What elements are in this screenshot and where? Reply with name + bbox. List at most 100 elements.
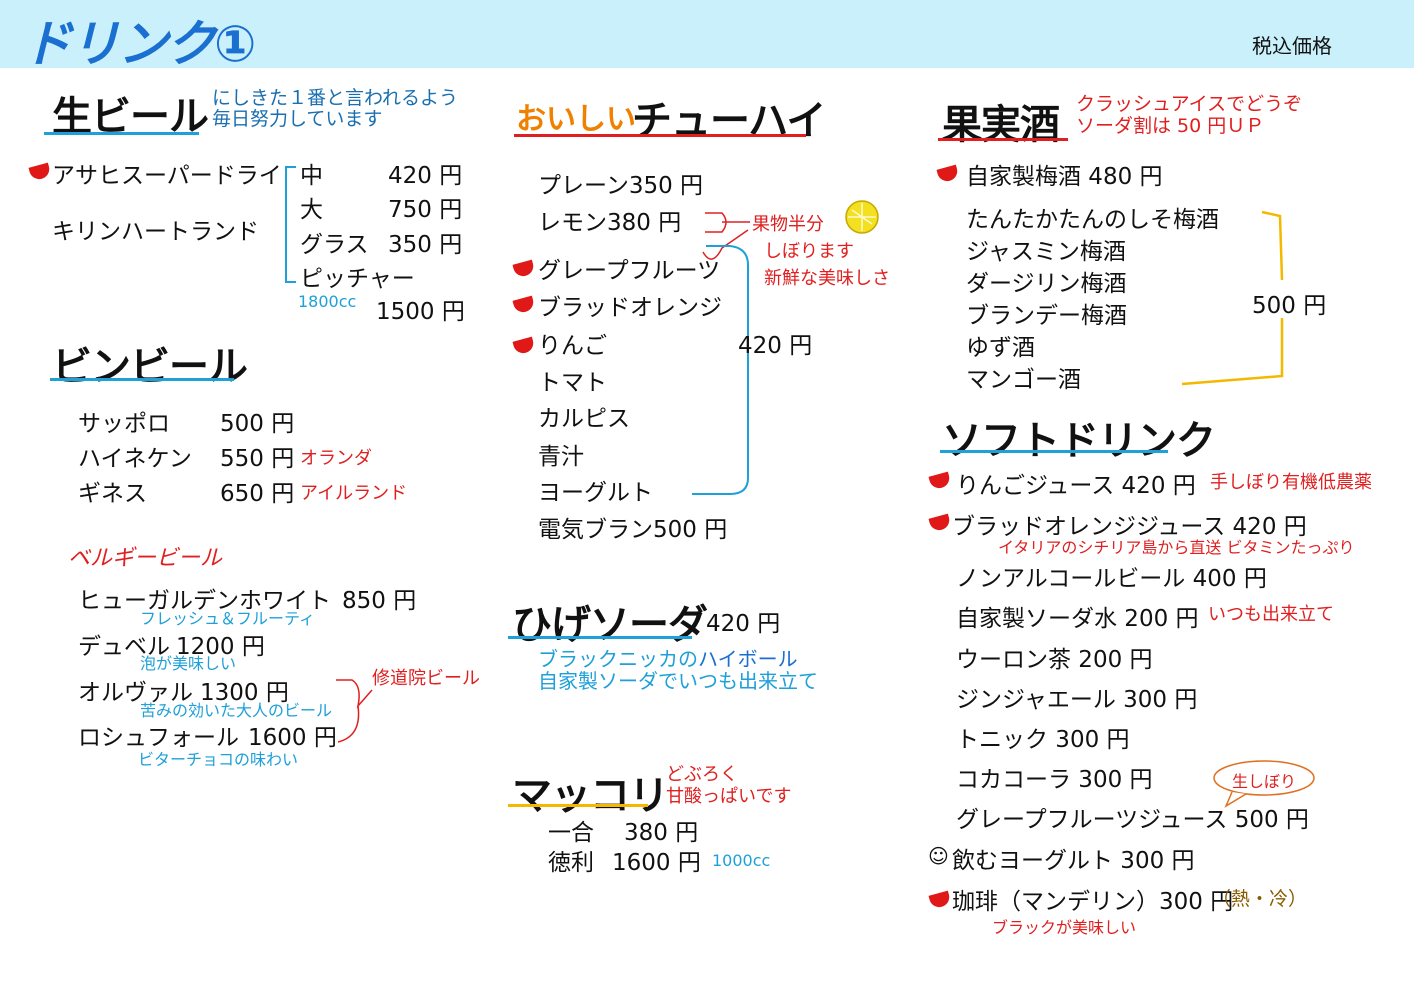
belgian-item-price: 1300 円 [200,680,289,706]
bottle-item-name: ハイネケン [78,446,192,472]
trappist-label: 修道院ビール [372,668,480,689]
belgian-item-price: 850 円 [342,588,417,614]
belgian-item-name: デュベル [78,634,170,660]
chuhai-item: りんご [538,333,607,359]
size-glass: グラス [300,232,369,258]
smile-icon: ☺ [928,844,949,868]
fruit-liquor-item: マンゴー酒 [966,367,1081,393]
highball-desc-b: ハイボール [698,647,798,671]
makgeolli-note-2: 甘酸っぱいです [666,786,792,807]
coffee-note: ブラックが美味しい [992,918,1137,937]
header-bar [0,0,1414,68]
fruit-liquor-note-1: クラッシュアイスでどうぞ [1076,93,1303,115]
pitcher-price: 1500 円 [376,299,465,325]
belgian-item-note: 苦みの効いた大人のビール [140,701,333,720]
fruit-note-2: しぼります [764,241,854,262]
fruit-note-1: 果物半分 [752,214,824,235]
bottle-item-price: 500 円 [220,411,295,437]
soft-item: ブラッドオレンジジュース 420 円 [952,514,1307,540]
size-medium: 中 [300,163,323,189]
chuhai-item: カルピス [538,406,630,432]
section-underline [508,636,692,639]
recommend-icon [512,336,536,356]
soft-item-note: 手しぼり有機低農薬 [1210,472,1372,493]
highball-desc-line2: 自家製ソーダでいつも出来立て [538,669,818,693]
soft-item: コカコーラ 300 円 [956,767,1153,793]
recommend-icon [928,471,952,491]
belgian-item-name: オルヴァル [78,680,193,706]
chuhai-item: グレープフルーツ [538,258,721,284]
fruit-liquor-featured: 自家製梅酒 480 円 [966,164,1163,190]
belgian-item-note: フレッシュ＆フルーティ [140,609,316,628]
fruit-liquor-note-2: ソーダ割は 50 円ＵＰ [1076,115,1265,137]
fruit-liquor-item: ブランデー梅酒 [966,303,1127,329]
fruit-note-3: 新鮮な美味しさ [764,268,890,289]
page-title: ドリンク① [22,15,256,73]
chuhai-title-prefix: おいしい [516,102,636,137]
size-large: 大 [300,197,323,223]
draft-brand-kirin: キリンハートランド [52,219,259,245]
belgian-beer-title: ベルギービール [68,546,223,571]
soft-item: りんごジュース 420 円 [956,473,1196,499]
section-title-soft-drink: ソフトドリンク [942,418,1216,464]
section-underline [50,378,234,381]
chuhai-item: ブラッドオレンジ [538,295,722,321]
belgian-item-name: ヒューガルデンホワイト [78,588,331,614]
blood-orange-note: イタリアのシチリア島から直送 ビタミンたっぷり [998,538,1355,557]
fruit-liquor-item: ジャスミン梅酒 [966,239,1126,265]
section-underline [514,134,806,137]
soft-item: 珈琲（マンデリン）300 円 [952,889,1234,915]
recommend-icon [28,162,52,182]
soft-item: ウーロン茶 200 円 [956,647,1153,673]
section-title-makgeolli: マッコリ [512,773,669,819]
fresh-squeezed-bubble: 生しぼり [1232,772,1297,791]
section-underline [940,450,1168,453]
soft-item: グレープフルーツジュース 500 円 [956,807,1309,833]
bottle-item-origin: アイルランド [300,483,408,504]
soft-item-note: いつも出来立て [1208,604,1334,625]
chuhai-item: 電気ブラン500 円 [538,517,728,543]
section-title-bottle-beer: ビンビール [52,344,248,390]
recommend-icon [512,259,536,279]
recommend-icon [512,295,536,315]
soft-item: 自家製ソーダ水 200 円 [956,606,1199,632]
tax-included-label: 税込価格 [1252,34,1332,58]
draft-beer-note-2: 毎日努力しています [212,108,383,130]
bottle-item-name: サッポロ [78,411,170,437]
highball-desc-line1: ブラックニッカのハイボール [538,643,798,672]
makgeolli-size: 徳利 [548,850,594,876]
section-title-fruit-liquor: 果実酒 [942,102,1060,148]
recommend-icon [928,513,952,533]
coffee-temp: （熱・冷） [1212,888,1308,910]
fruit-liquor-item: たんたかたんのしそ梅酒 [966,207,1219,233]
soft-item: トニック 300 円 [956,727,1130,753]
chuhai-item: 青汁 [538,444,584,470]
belgian-item-note: 泡が美味しい [140,654,237,673]
size-glass-price: 350 円 [388,232,463,258]
makgeolli-price: 380 円 [624,820,699,846]
size-pitcher: ピッチャー [300,266,415,292]
pitcher-volume: 1800cc [298,292,357,311]
highball-desc-a: ブラックニッカの [538,647,698,671]
draft-brand-asahi: アサヒスーパードライ [52,163,282,189]
bottle-item-price: 550 円 [220,446,295,472]
makgeolli-price: 1600 円 [612,850,701,876]
fruit-liquor-item: ゆず酒 [966,335,1035,361]
section-underline [938,138,1068,141]
chuhai-item: ヨーグルト [538,480,653,506]
lemon-icon [844,201,845,202]
belgian-item-price: 1600 円 [248,725,337,751]
chuhai-item: トマト [538,370,607,396]
fruit-liquor-group-price: 500 円 [1252,293,1327,319]
section-underline [508,804,648,807]
section-title-highball: ひげソーダ [512,602,708,648]
chuhai-item: レモン380 円 [538,210,682,236]
belgian-item-note: ビターチョコの味わい [138,750,299,769]
size-medium-price: 420 円 [388,163,463,189]
chuhai-item: プレーン350 円 [538,173,704,199]
recommend-icon [936,164,960,184]
highball-price: 420 円 [706,611,781,637]
draft-beer-note-1: にしきた１番と言われるよう [212,87,459,109]
makgeolli-size: 一合 [548,820,594,846]
